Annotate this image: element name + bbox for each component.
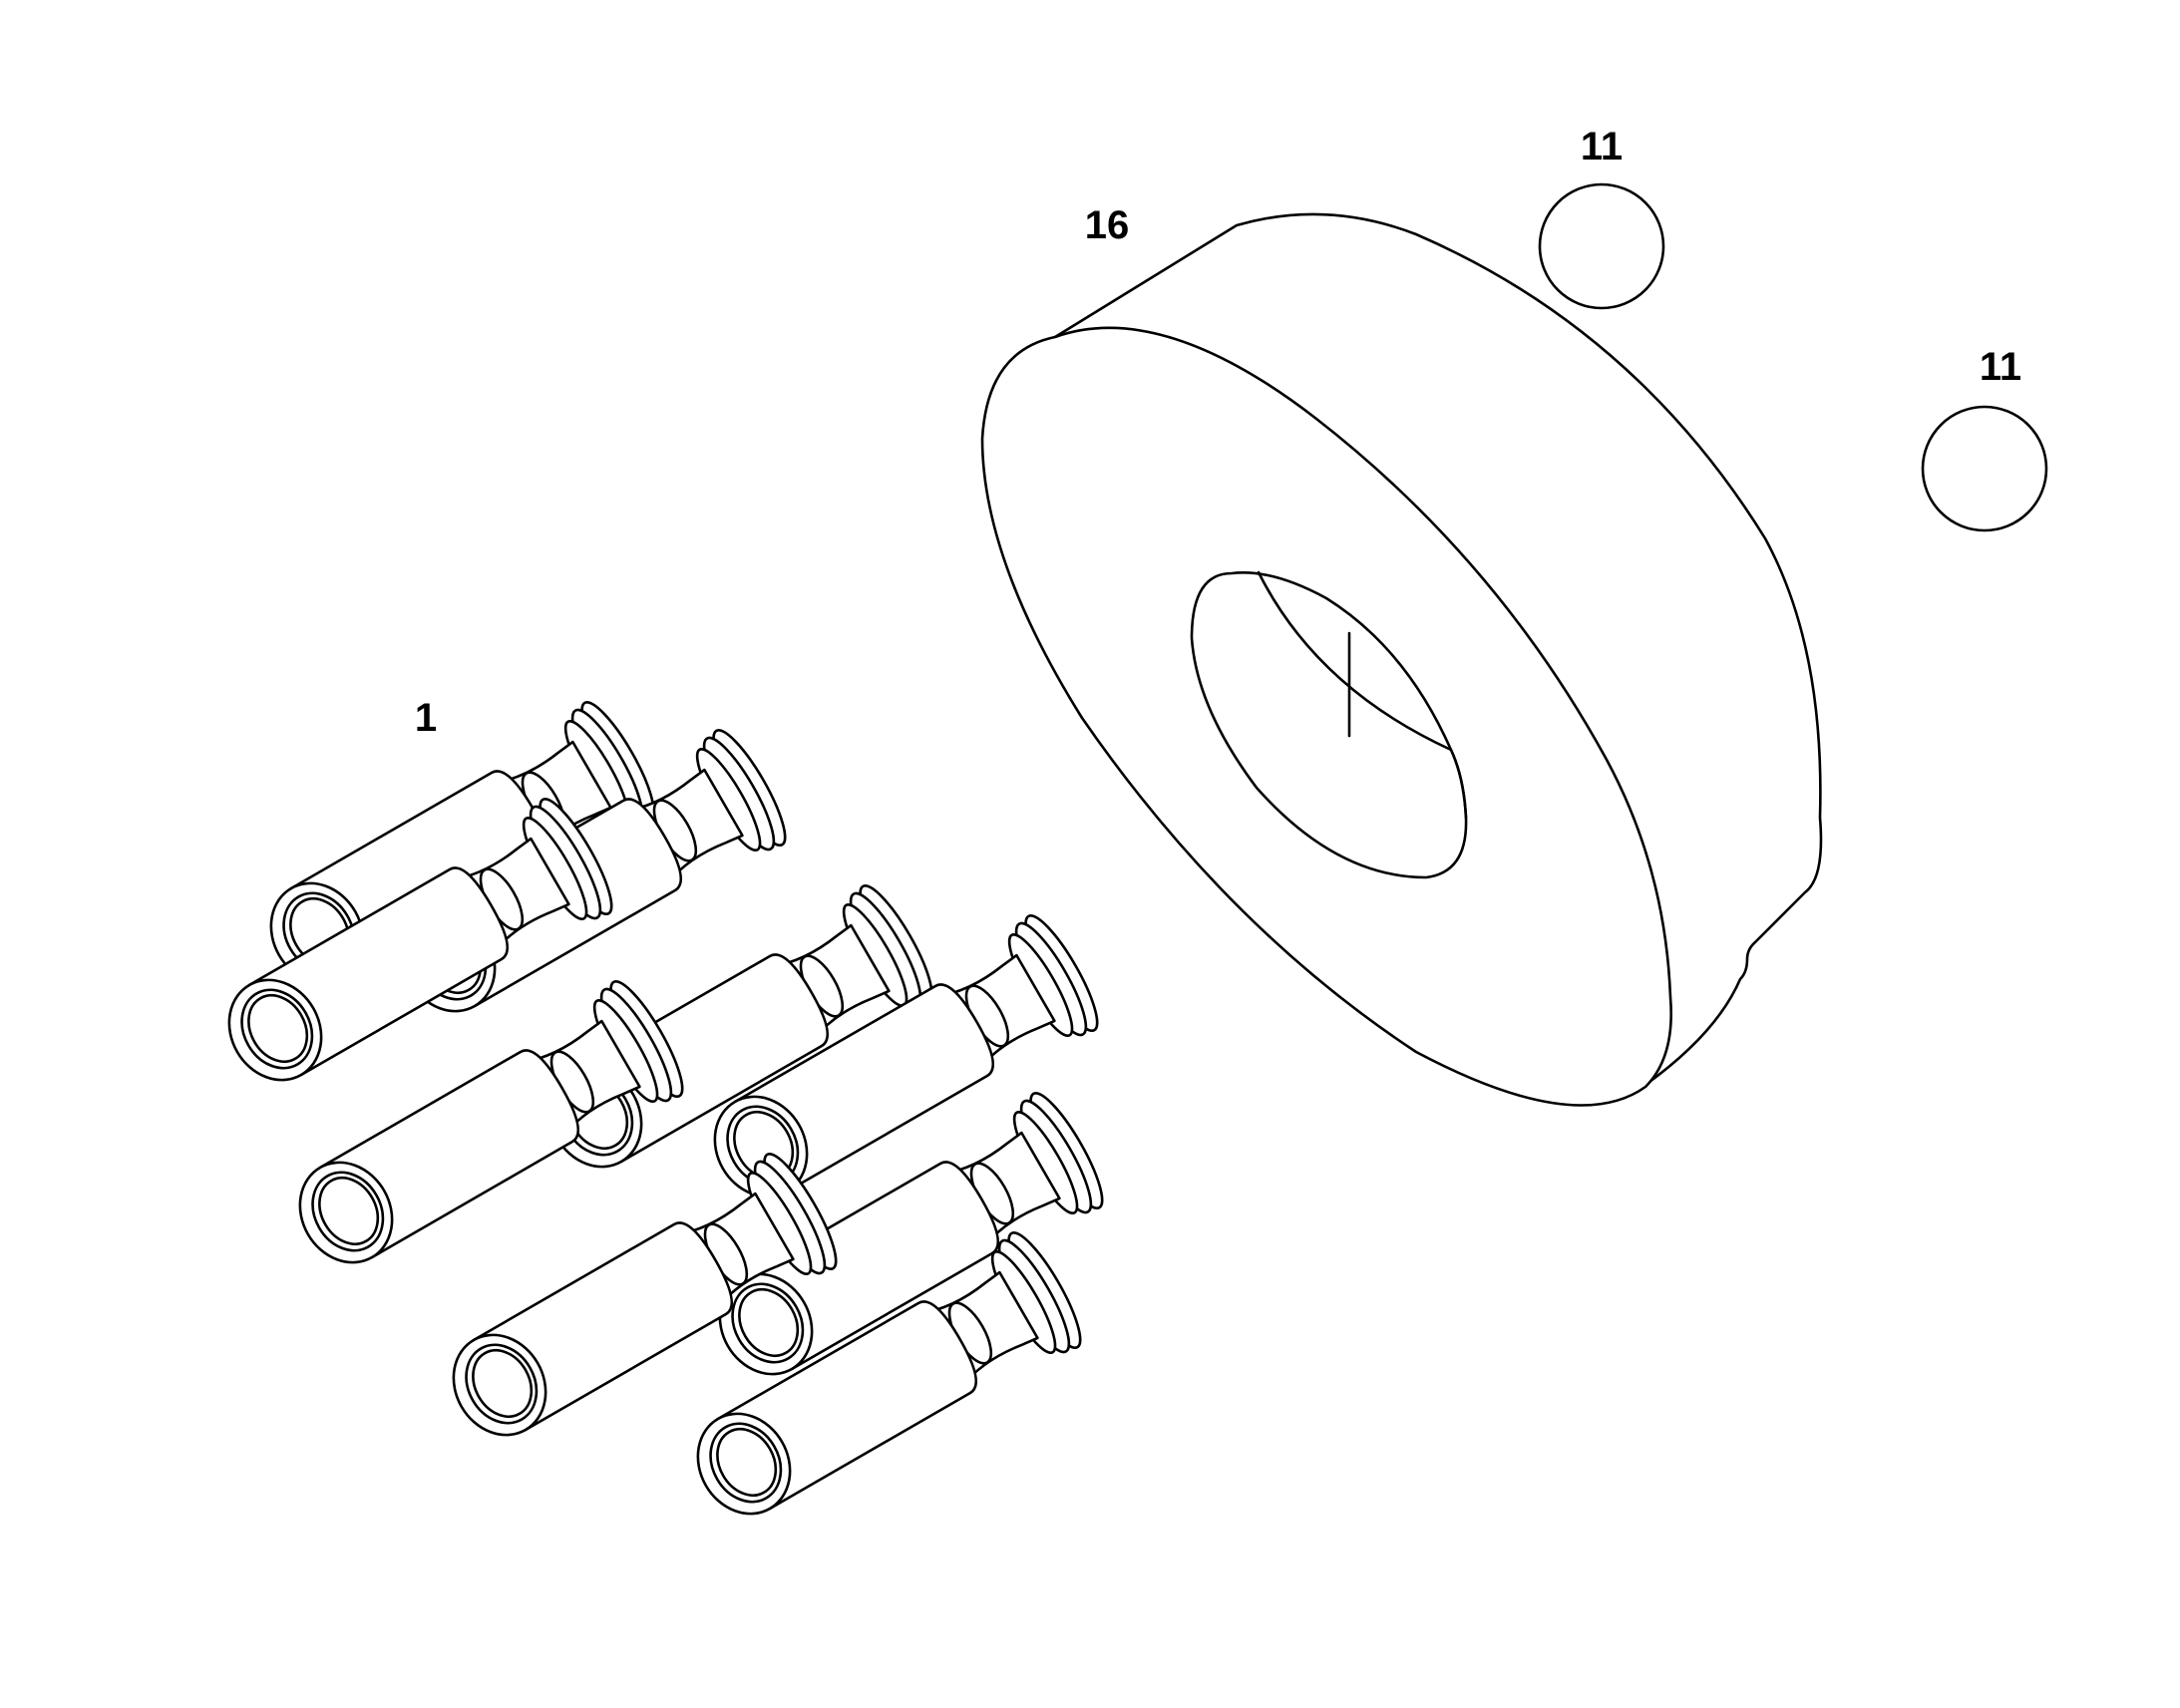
callout-piston: 1 <box>415 696 437 740</box>
callout-ring-plate: 16 <box>1085 203 1130 247</box>
ring-plate-part-16 <box>980 212 1823 1107</box>
piston-set-part-1 <box>202 693 1115 1544</box>
ball-part-11-right <box>1921 405 2048 532</box>
callout-ball-top: 11 <box>1581 125 1623 169</box>
ball-part-11-top <box>1538 182 1665 310</box>
callout-ball-right: 11 <box>1980 345 2021 389</box>
